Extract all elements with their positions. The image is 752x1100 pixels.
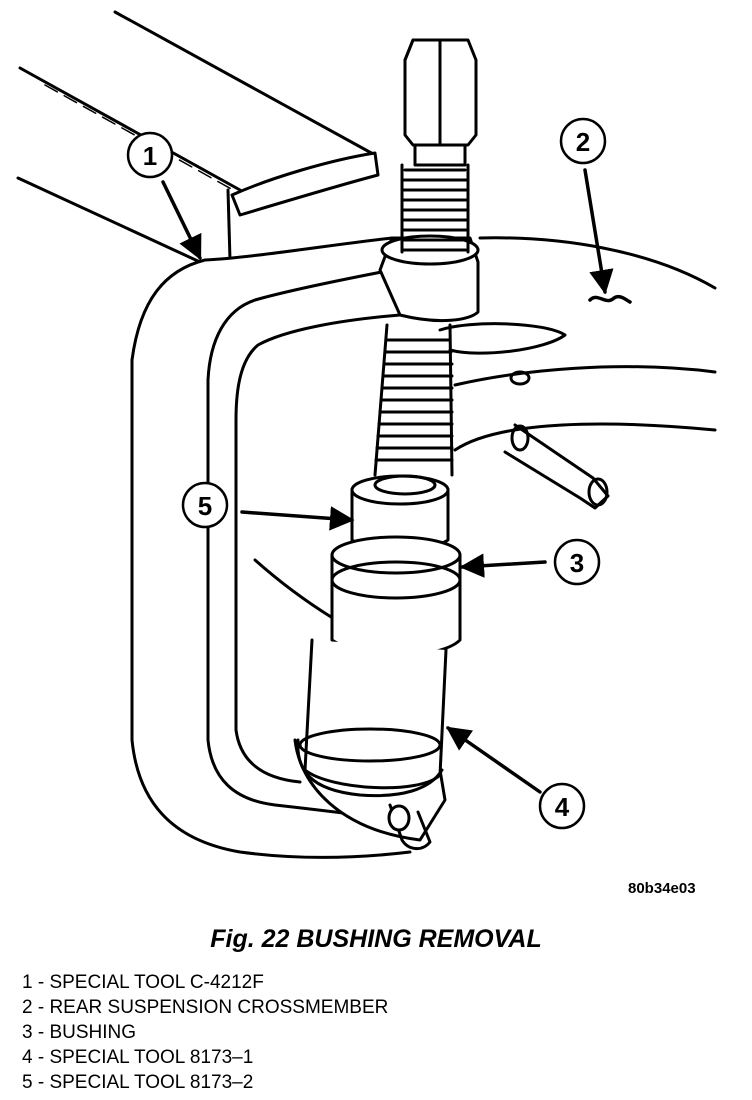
leader-arrow-2 (583, 168, 614, 295)
callout-circle-5 (181, 481, 229, 529)
callout-number-4: 4 (555, 792, 570, 822)
callout-circle-2 (559, 117, 607, 165)
legend-item: 4 - SPECIAL TOOL 8173–1 (22, 1047, 254, 1068)
legend-item: 5 - SPECIAL TOOL 8173–2 (22, 1072, 254, 1093)
figure-caption: Fig. 22 BUSHING REMOVAL (210, 925, 542, 953)
leader-arrow-4 (445, 726, 542, 794)
legend-item: 3 - BUSHING (22, 1022, 137, 1043)
callout-number-1: 1 (143, 141, 157, 171)
crossmember-squiggle (588, 294, 632, 304)
screw-threads-lower (373, 323, 454, 477)
callout-number-2: 2 (576, 127, 590, 157)
figure-code: 80b34e03 (628, 880, 696, 897)
leader-arrow-5 (240, 506, 355, 531)
callout-circles (126, 117, 607, 830)
legend-item: 1 - SPECIAL TOOL C-4212F (22, 972, 264, 993)
callout-circle-1 (126, 131, 174, 179)
bushing (330, 535, 462, 657)
callout-number-5: 5 (198, 491, 212, 521)
legend-list: 1 - SPECIAL TOOL C-4212F 2 - REAR SUSPEN… (22, 970, 388, 1095)
bushing-removal-illustration: 1 2 3 4 5 (16, 10, 717, 859)
callout-circle-4 (538, 782, 586, 830)
leader-arrow-3 (459, 553, 547, 578)
callout-circle-3 (553, 538, 601, 586)
leader-arrows (161, 168, 632, 794)
leader-arrow-1 (161, 180, 202, 261)
callout-number-3: 3 (570, 548, 584, 578)
forcing-screw (373, 38, 478, 477)
crossmember (302, 236, 717, 510)
frame-rail (16, 10, 377, 264)
callout-numbers: 1 2 3 4 5 (143, 127, 590, 822)
legend-item: 2 - REAR SUSPENSION CROSSMEMBER (22, 997, 389, 1018)
tool-8173-1 (296, 638, 448, 798)
screw-threads-upper (400, 163, 470, 254)
